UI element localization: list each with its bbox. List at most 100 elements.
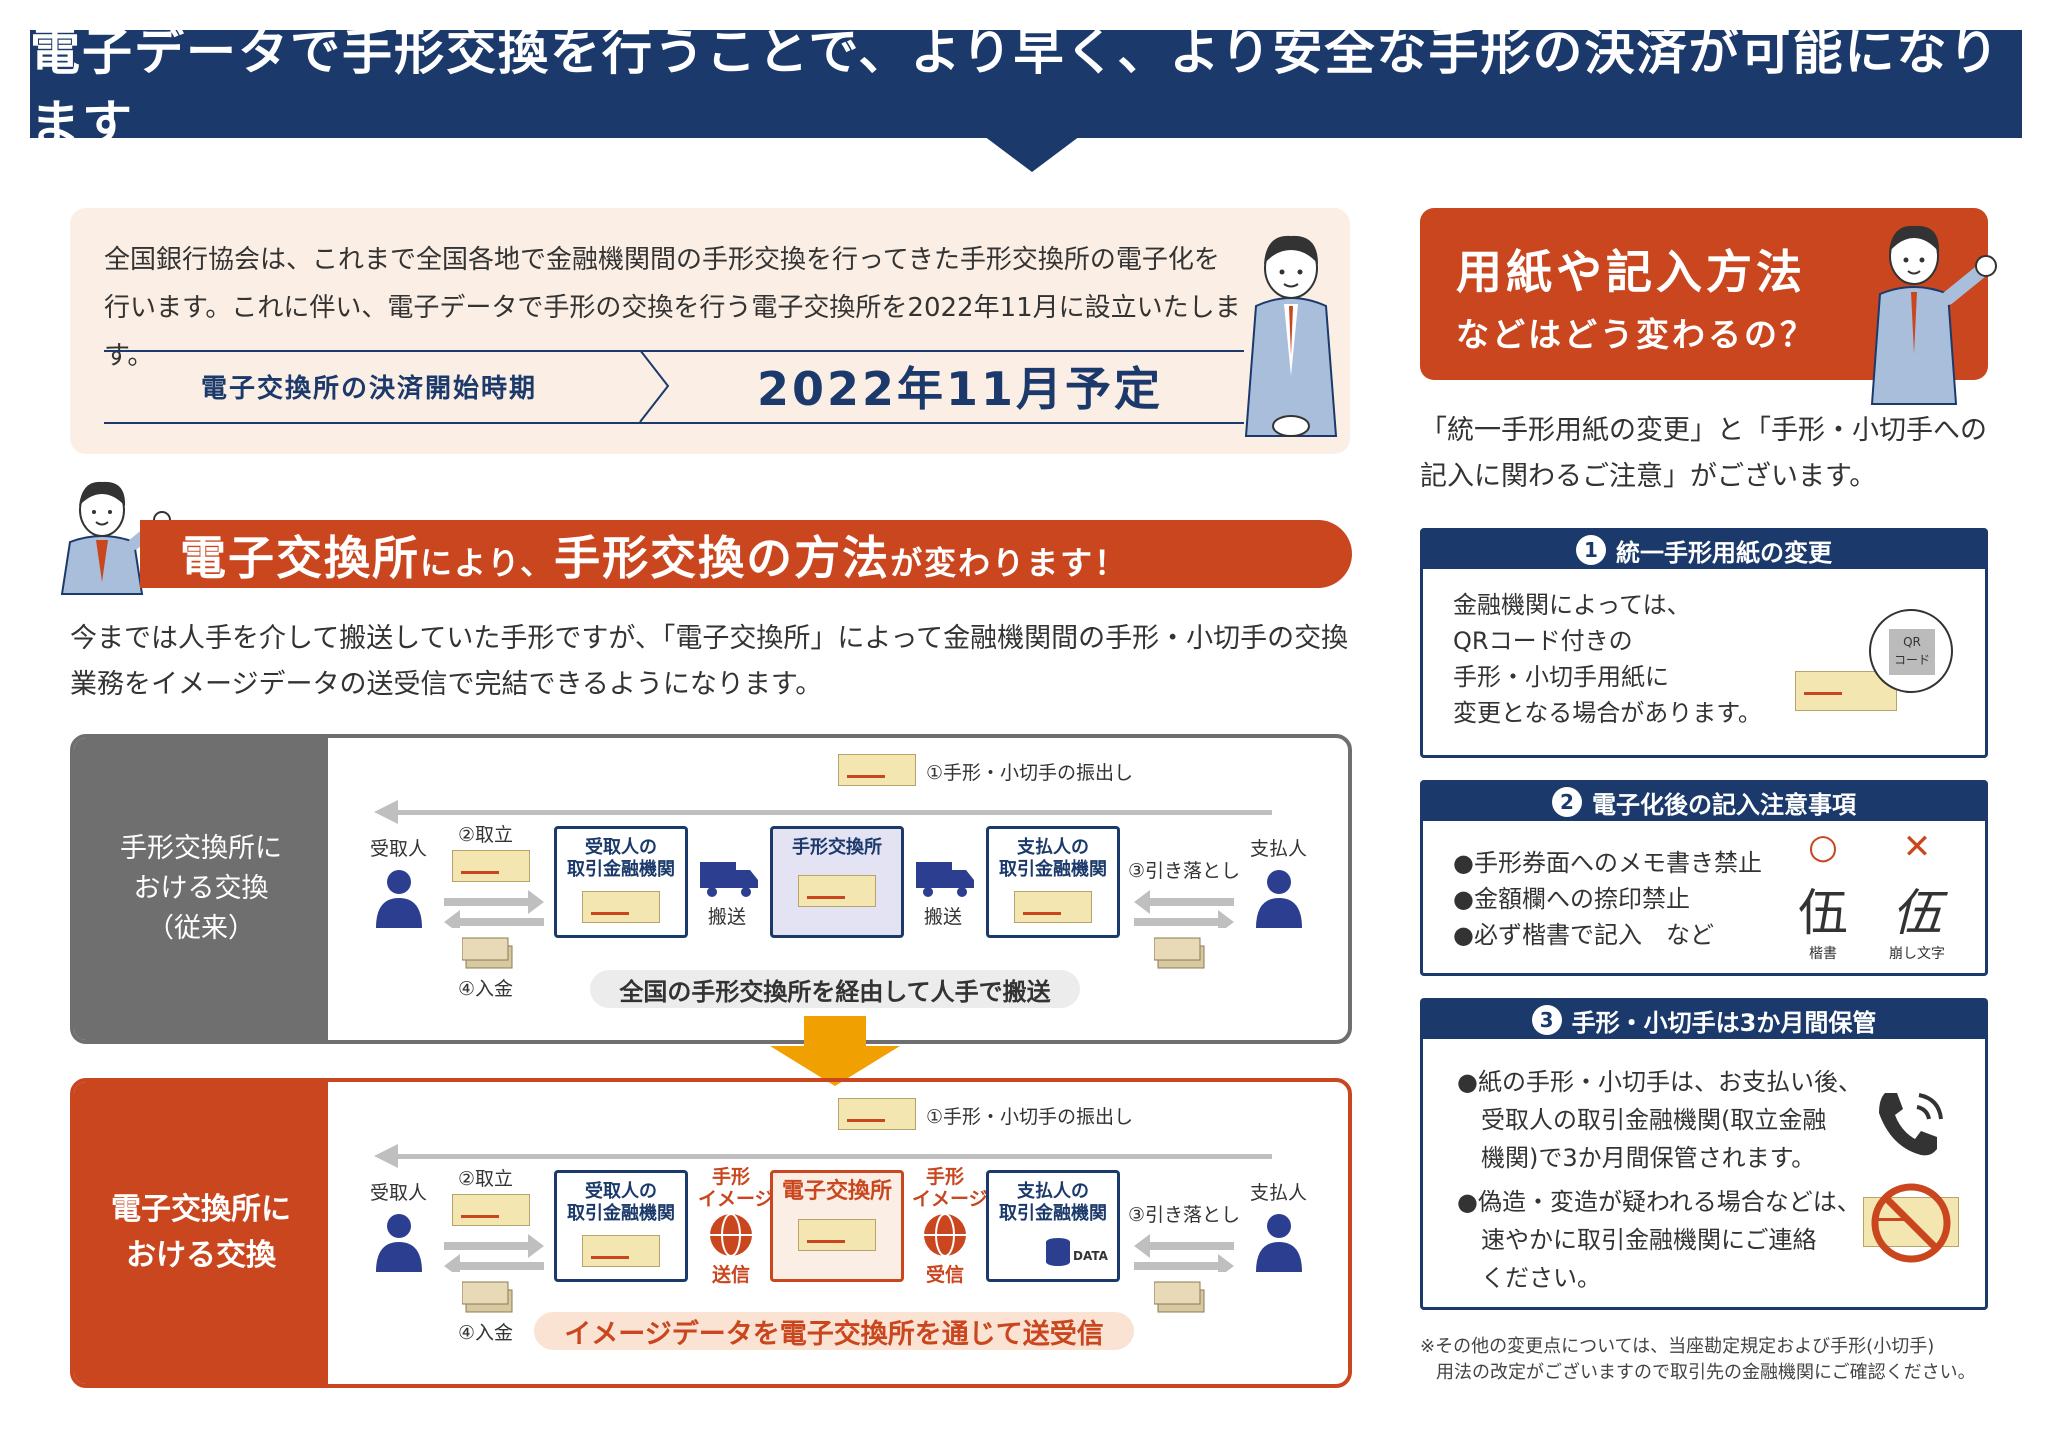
payer-bank-box: 支払人の 取引金融機関 (986, 826, 1120, 938)
card-2-header: 2 電子化後の記入注意事項 (1423, 783, 1985, 821)
card-1-title: 統一手形用紙の変更 (1616, 538, 1832, 567)
payer-bank-line-2: 取引金融機関 (999, 1203, 1107, 1224)
card-3-line: 速やかに取引金融機関にご連絡 (1457, 1226, 1817, 1254)
payer-bank-line-2: 取引金融機関 (999, 859, 1107, 880)
payer-label: 支払人 (1250, 1182, 1308, 1204)
step-issue: ①手形・小切手の振出し (926, 762, 1134, 784)
phone-icon (1879, 1093, 1943, 1156)
clearing-house-label: 手形交換所 (792, 837, 882, 858)
step-collect: ②取立 (458, 824, 514, 846)
side-label-line-2: おける交換 (126, 1238, 276, 1273)
info-card-2: 2 電子化後の記入注意事項 ●手形券面へのメモ書き禁止 ●金額欄への捺印禁止 ●… (1420, 780, 1988, 976)
card-3-line: ください。 (1457, 1264, 1601, 1292)
side-label-line-3: （従来） (147, 913, 255, 944)
payee-bank-line-2: 取引金融機関 (567, 859, 675, 880)
image-label-line-1: 手形 (711, 1166, 750, 1188)
globe-icon (924, 1213, 966, 1257)
card-2-line: ●手形券面へのメモ書き禁止 (1453, 849, 1762, 877)
payee-label: 受取人 (370, 1182, 428, 1204)
question-line-1: 用紙や記入方法 (1456, 245, 1806, 299)
intro-text: 全国銀行協会は、これまで全国各地で金融機関間の手形交換を行ってきた手形交換所の電… (104, 245, 1241, 371)
step-deposit: ④入金 (458, 1322, 514, 1344)
flow-side-label: 電子交換所に おける交換 (74, 1082, 328, 1384)
card-2-line: ●必ず楷書で記入 など (1453, 921, 1714, 949)
step-deposit: ④入金 (458, 978, 514, 1000)
ok-mark-icon: ○ (1808, 827, 1838, 867)
card-3-body: ●紙の手形・小切手は、お支払い後、 受取人の取引金融機関(取立金融 機関)で3か… (1457, 1063, 1862, 1297)
section-heading: 電子交換所 により、 手形交換の方法 が変わります！ (180, 522, 1128, 586)
payee-bank-line-2: 取引金融機関 (567, 1203, 675, 1224)
arrow-left-icon (374, 1144, 398, 1168)
electronic-exchange-label: 電子交換所 (781, 1179, 892, 1204)
cash-icon (1154, 1281, 1205, 1313)
settlement-period-label: 電子交換所の決済開始時期 (200, 373, 537, 404)
ng-char: 伍 (1892, 884, 1942, 942)
cash-icon (462, 937, 513, 969)
truck-icon (916, 862, 974, 897)
electronic-exchange-box: 電子交換所 (770, 1170, 904, 1282)
footnote-line-2: 用法の改定がございますので取引先の金融機関にご確認ください。 (1436, 1362, 1976, 1383)
divider-bottom (104, 422, 1244, 424)
page-title: 電子データで手形交換を行うことで、より早く、より安全な手形の決済が可能になります (30, 23, 2022, 153)
side-label-line-2: おける交換 (133, 873, 269, 904)
card-1-line: 金融機関によっては、 (1453, 591, 1691, 619)
arrow-down-icon (770, 1016, 900, 1086)
payee-bank-box: 受取人の 取引金融機関 (554, 1170, 688, 1282)
chevron-right-icon (639, 350, 670, 422)
side-label-line-1: 電子交換所に (111, 1192, 291, 1227)
image-receive-label: 手形 イメージ (912, 1166, 988, 1210)
card-3-header: 3 手形・小切手は3か月間保管 (1423, 1001, 1985, 1039)
image-label-line-2: イメージ (912, 1188, 988, 1210)
ok-char: 伍 (1798, 884, 1848, 942)
heading-part-3: 手形交換の方法 (554, 531, 891, 585)
check-icon (452, 1194, 530, 1226)
payee-label: 受取人 (370, 838, 428, 860)
settlement-period-value: 2022年11月予定 (756, 362, 1164, 416)
qr-label-1: QR (1903, 635, 1921, 649)
flow-side-label: 手形交換所に おける交換 （従来） (74, 738, 328, 1040)
payer-bank-line-1: 支払人の (1017, 837, 1089, 858)
image-label-line-1: 手形 (925, 1166, 964, 1188)
section-description: 今までは人手を介して搬送していた手形ですが、「電子交換所」によって金融機関間の手… (70, 623, 1349, 700)
question-description: 「統一手形用紙の変更」と「手形・小切手への記入に関わるご注意」がございます。 (1420, 415, 1987, 492)
summary-pill: 全国の手形交換所を経由して人手で搬送 (590, 970, 1080, 1008)
step-debit: ③引き落とし (1128, 860, 1241, 882)
info-card-3: 3 手形・小切手は3か月間保管 ●紙の手形・小切手は、お支払い後、 受取人の取引… (1420, 998, 1988, 1310)
card-2-number: 2 (1552, 787, 1582, 817)
receive-label: 受信 (925, 1264, 964, 1286)
clearing-house-box: 手形交換所 (770, 826, 904, 938)
step-collect: ②取立 (458, 1168, 514, 1190)
payer-icon (1256, 870, 1302, 928)
arrow-left-icon (374, 800, 398, 824)
footnote-line-1: ※その他の変更点については、当座勘定規定および手形(小切手) (1420, 1336, 1935, 1357)
check-icon (452, 850, 530, 882)
payee-bank-line-1: 受取人の (585, 1181, 657, 1202)
check-icon (582, 891, 660, 923)
payer-bank-box: 支払人の 取引金融機関 DATA (986, 1170, 1120, 1282)
ok-label: 楷書 (1809, 946, 1837, 962)
transport-label: 搬送 (708, 906, 747, 928)
card-3-number: 3 (1531, 1005, 1562, 1035)
footnote: ※その他の変更点については、当座勘定規定および手形(小切手) 用法の改定がござい… (1420, 1334, 2000, 1386)
qr-label-2: コード (1893, 653, 1930, 667)
card-3-line: 機関)で3か月間保管されます。 (1457, 1144, 1816, 1172)
question-line-2: などはどう変わるの？ (1456, 315, 1816, 354)
person-waving-illustration (1870, 225, 1997, 405)
card-1-header: 1 統一手形用紙の変更 (1423, 531, 1985, 569)
flow-panel-electronic: 電子交換所に おける交換 ①手形・小切手の振出し 受取人 ②取立 ④入金 受取人… (70, 1078, 1352, 1388)
card-2-body: ●手形券面へのメモ書き禁止 ●金額欄への捺印禁止 ●必ず楷書で記入 など (1453, 845, 1762, 953)
card-1-number: 1 (1576, 535, 1606, 565)
person-illustration (1244, 235, 1338, 437)
truck-icon (700, 862, 758, 897)
card-3-line: ●紙の手形・小切手は、お支払い後、 (1457, 1068, 1862, 1096)
check-icon (582, 1235, 660, 1267)
globe-icon (710, 1213, 752, 1257)
heading-part-4: が変わります！ (890, 544, 1129, 582)
divider-top (104, 350, 1244, 352)
cash-icon (462, 1281, 513, 1313)
exchange-arrows-icon (444, 890, 544, 928)
payee-bank-box: 受取人の 取引金融機関 (554, 826, 688, 938)
banner-pointer (984, 136, 1080, 172)
image-send-label: 手形 イメージ (698, 1166, 774, 1210)
payee-icon (376, 1214, 422, 1272)
